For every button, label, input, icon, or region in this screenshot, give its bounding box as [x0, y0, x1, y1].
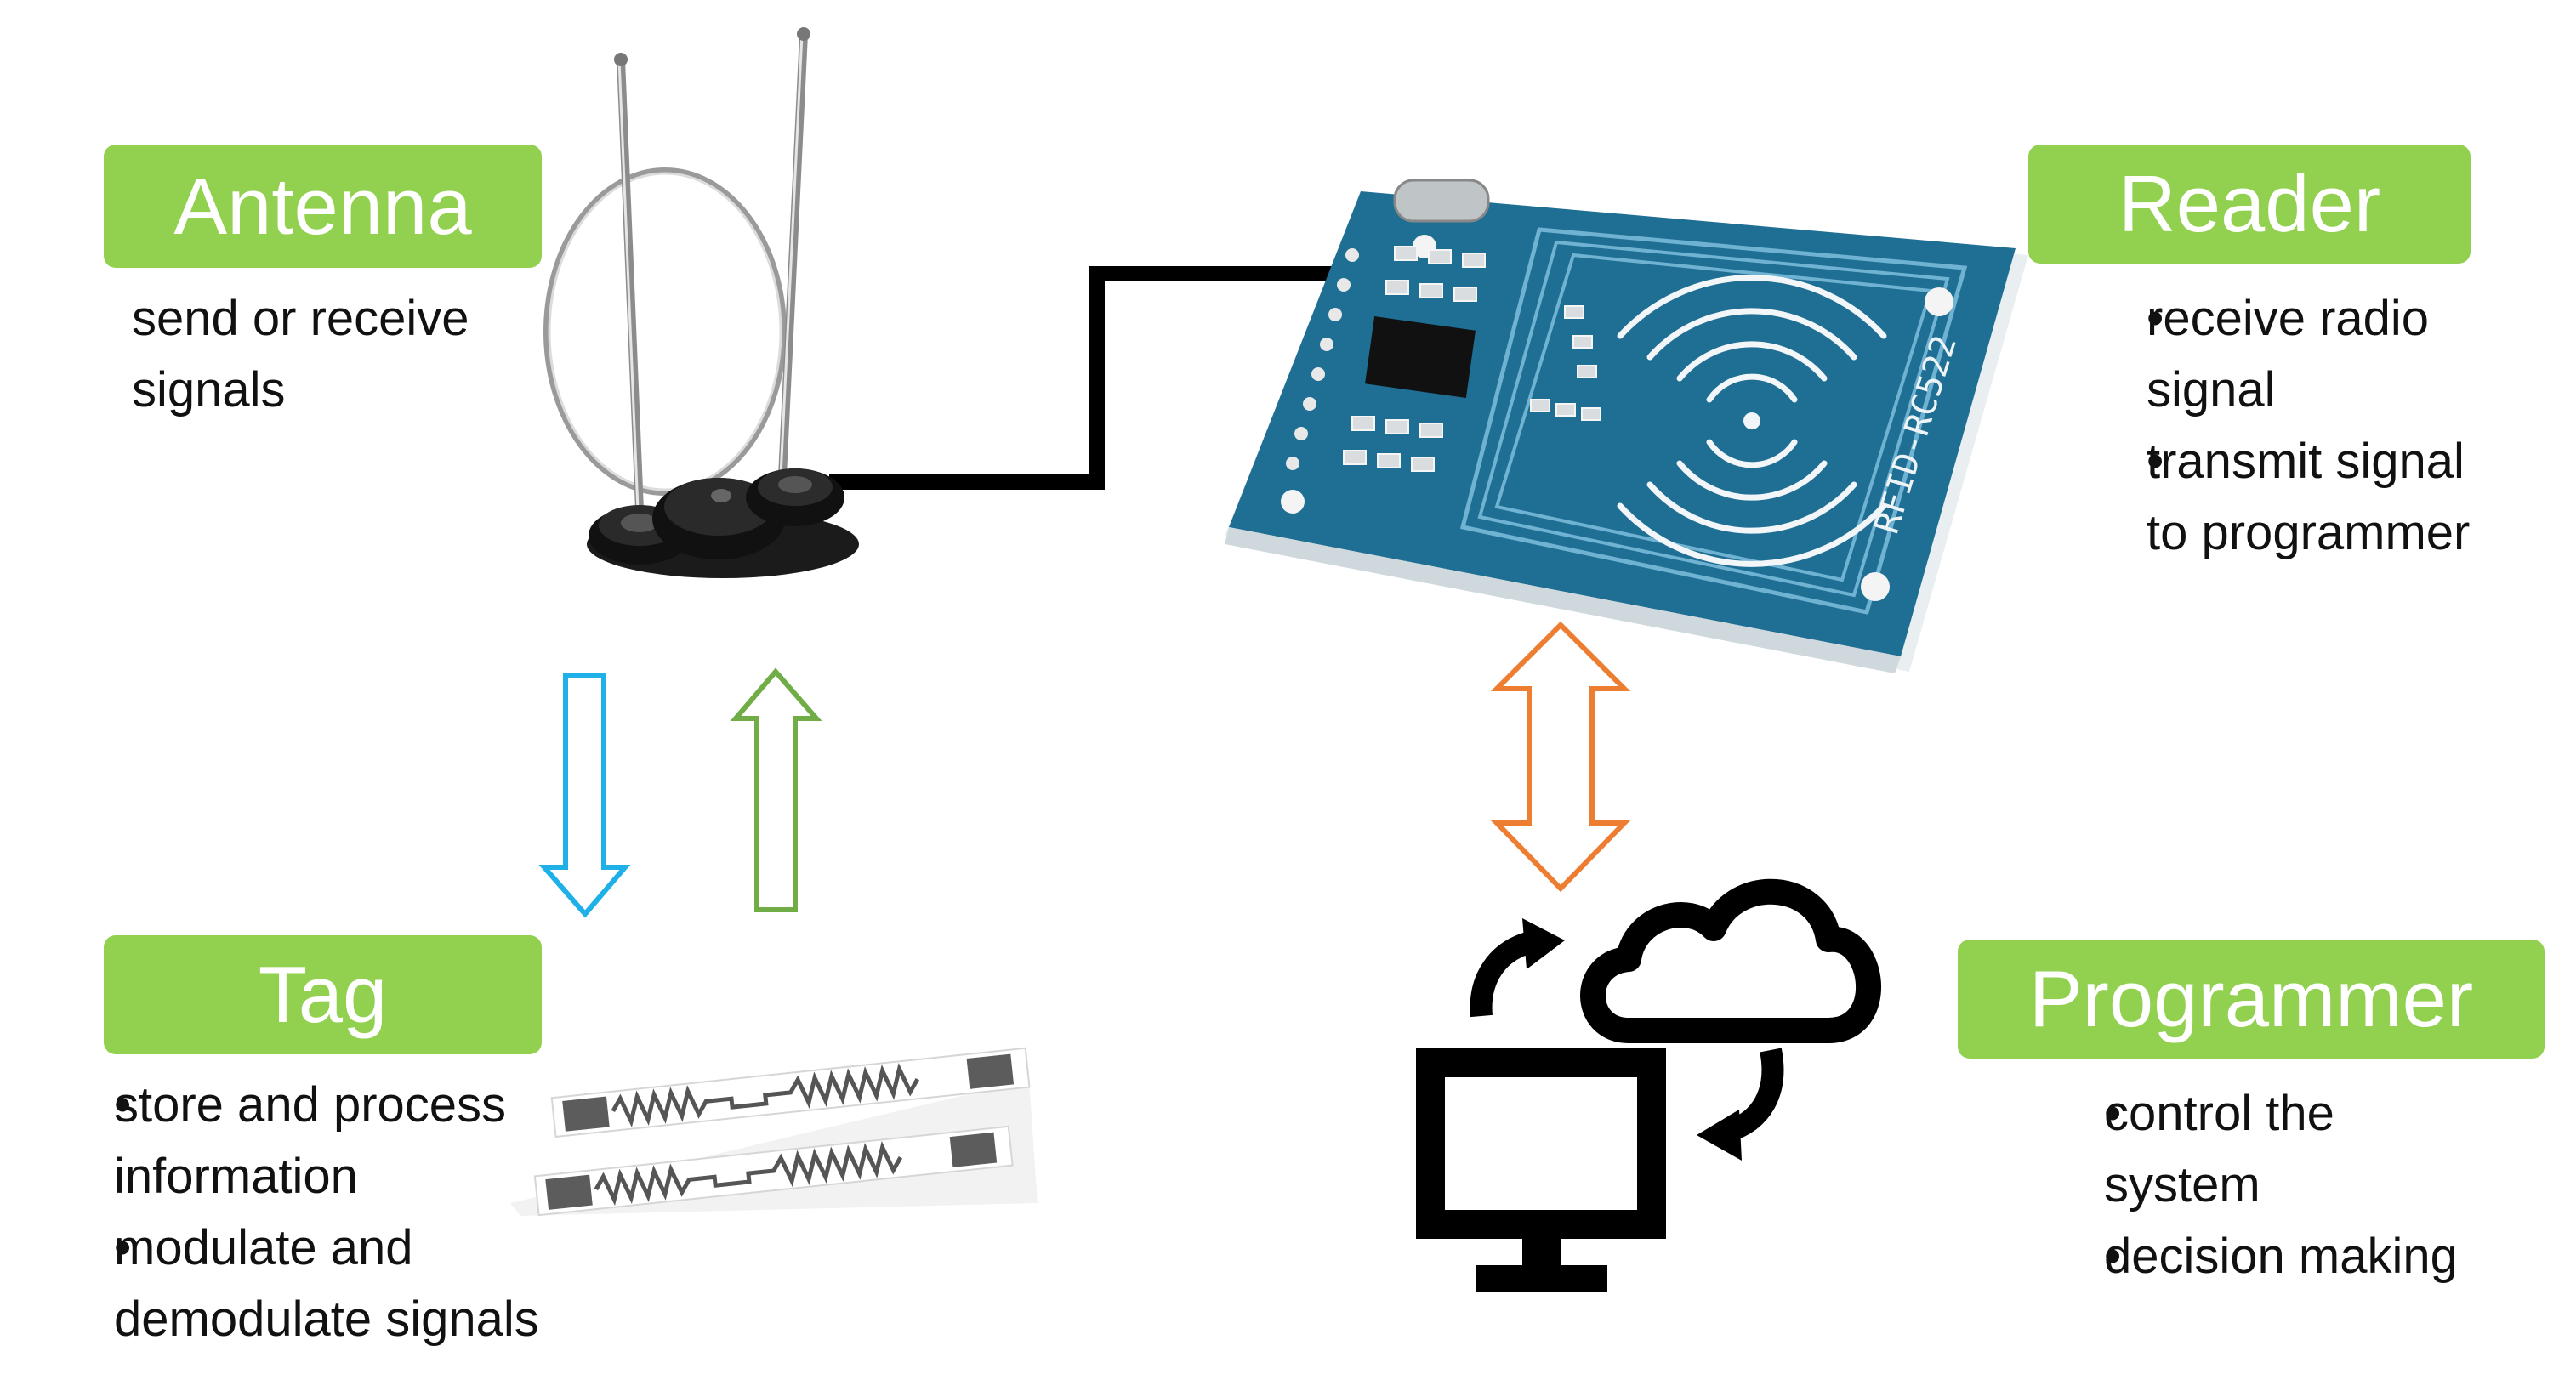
tag-bullet-item: store and process information	[44, 1070, 539, 1212]
programmer-bullet-item: decision making	[2034, 1221, 2458, 1292]
tag-bullet-line: information	[114, 1149, 358, 1204]
monitor-icon	[1416, 1048, 1666, 1239]
double-arrow-icon	[1490, 621, 1631, 893]
reader-bullets: receive radio signal transmit signal to …	[2077, 283, 2470, 569]
cloud-icon	[1580, 878, 1881, 1043]
antenna-description-line: signals	[132, 362, 286, 417]
antenna-description: send or receive signals	[132, 283, 469, 426]
tag-label: Tag	[104, 935, 542, 1054]
reader-bullet-line: signal	[2147, 362, 2276, 417]
tag-bullet-line: store and process	[114, 1077, 507, 1133]
antenna-reader-cable	[829, 266, 1378, 490]
programmer-label: Programmer	[1958, 940, 2545, 1059]
programmer-bullet-item: control the system	[2034, 1078, 2458, 1221]
reader-bullet-line: receive radio	[2147, 291, 2430, 346]
rfid-tag-icon	[510, 1047, 1038, 1217]
programmer-bullets: control the system decision making	[2034, 1078, 2458, 1292]
programmer-bullet-line: control the	[2104, 1086, 2334, 1141]
programmer-bullet-line: system	[2104, 1157, 2260, 1212]
programmer-bullet-line: decision making	[2104, 1229, 2458, 1284]
antenna-icon	[543, 27, 859, 578]
antenna-title: Antenna	[173, 161, 472, 251]
tag-bullet-item: modulate and demodulate signals	[44, 1212, 539, 1355]
reader-label: Reader	[2028, 145, 2471, 264]
tag-bullet-line: demodulate signals	[114, 1292, 539, 1347]
sync-arrow-left-icon	[1470, 931, 1534, 1018]
computer-cloud-sync-icon	[1416, 878, 1881, 1292]
antenna-label: Antenna	[104, 145, 542, 268]
programmer-title: Programmer	[2028, 954, 2474, 1043]
reader-title: Reader	[2118, 159, 2381, 248]
reader-bullet-item: receive radio signal	[2077, 283, 2470, 426]
reader-bullet-line: transmit signal	[2147, 434, 2465, 489]
rfid-reader-board-icon: RFID-RC522	[1225, 179, 2028, 673]
tag-title: Tag	[258, 950, 388, 1039]
tag-bullet-line: modulate and	[114, 1220, 413, 1275]
reader-bullet-line: to programmer	[2147, 505, 2471, 560]
reader-bullet-item: transmit signal to programmer	[2077, 426, 2470, 569]
tag-bullets: store and process information modulate a…	[44, 1070, 539, 1355]
down-arrow-icon	[538, 673, 631, 918]
up-arrow-icon	[730, 667, 822, 912]
antenna-description-line: send or receive	[132, 291, 469, 346]
